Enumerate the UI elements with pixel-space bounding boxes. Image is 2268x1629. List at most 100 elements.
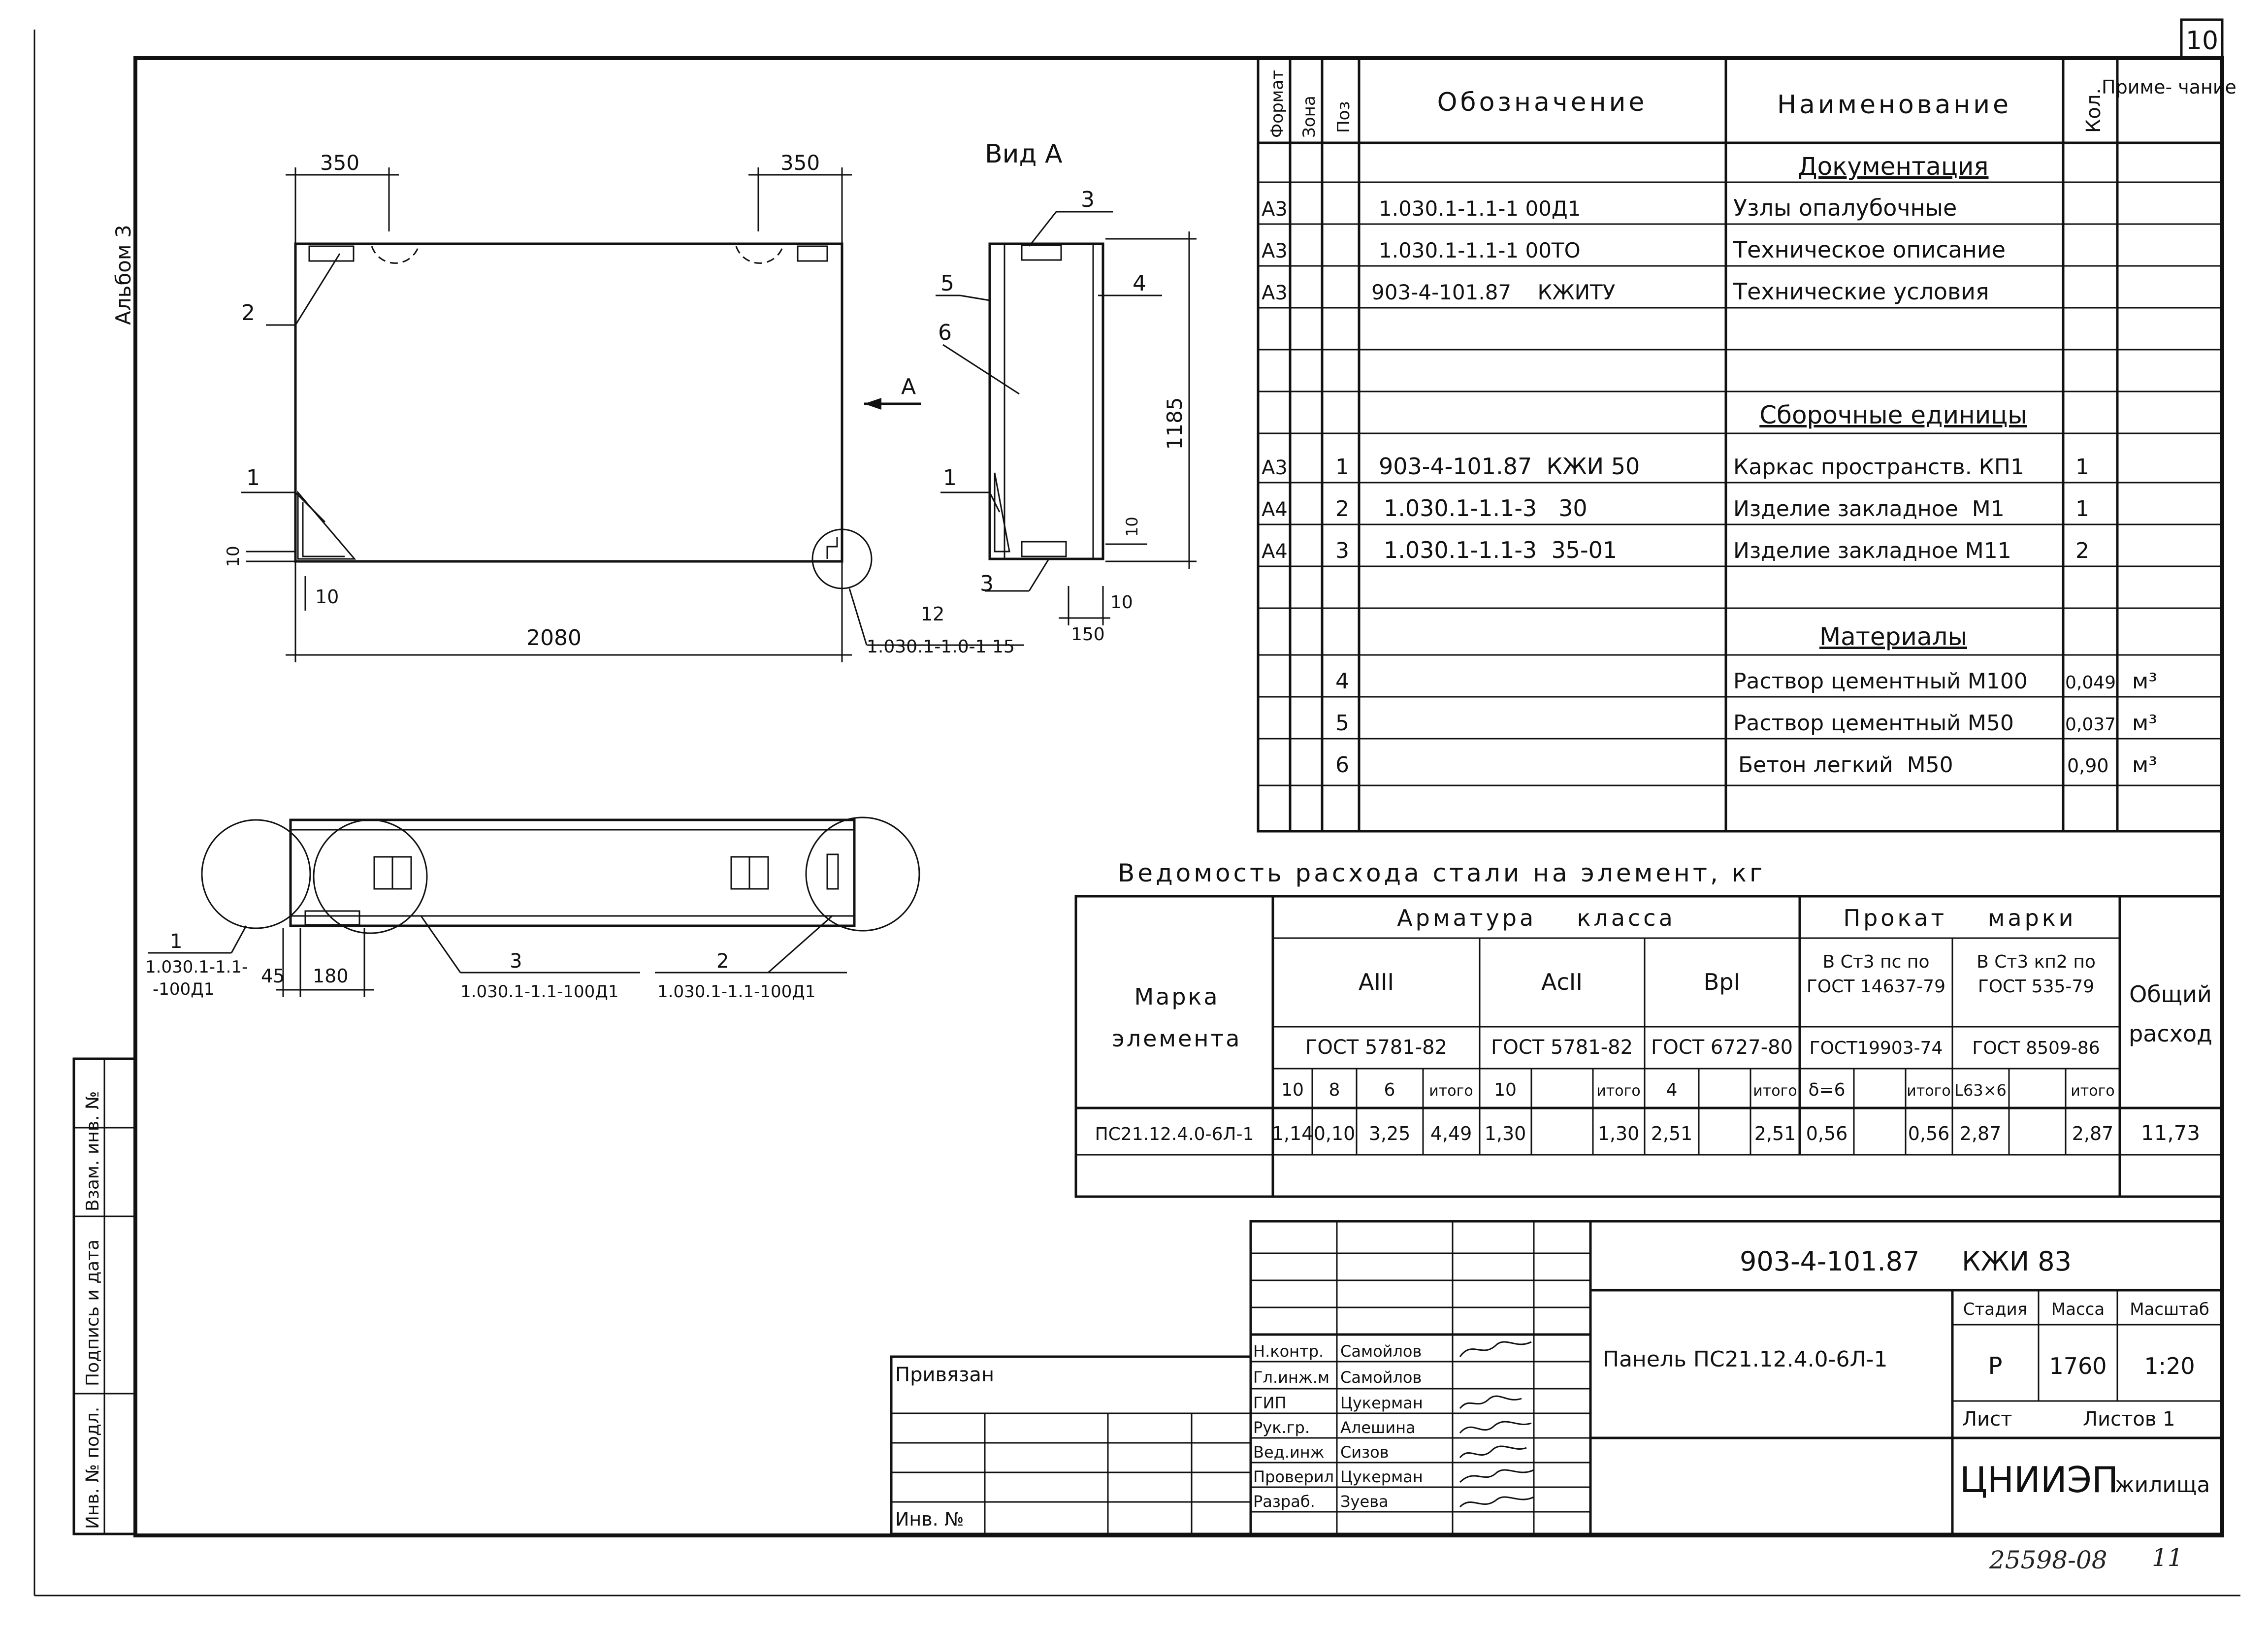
steel-row-value: 2,87: [2072, 1123, 2114, 1144]
spec-row: А3 1.030.1-1.1-1 00Д1 Узлы опалубочные: [1262, 195, 1957, 221]
spec-row: А3 1.030.1-1.1-1 00ТО Техническое описан…: [1262, 236, 2006, 263]
steel-row-value: 2,87: [1960, 1123, 2002, 1144]
margin-inv-podl: Инв. № подл.: [83, 1407, 103, 1529]
spec-cell-note: м³: [2132, 752, 2157, 778]
spec-cell-qty: 1: [2075, 496, 2089, 521]
spec-section-assembly: Сборочные единицы: [1759, 401, 2027, 429]
scale-label: Масштаб: [2130, 1300, 2209, 1319]
spec-cell-pos: 5: [1335, 711, 1349, 736]
steel-armatura: Арматура класса: [1397, 905, 1676, 931]
steel-sub-header: итого: [1753, 1082, 1797, 1100]
doc-code: 25598-08: [1989, 1546, 2107, 1574]
spec-row-lines: [1258, 181, 2222, 786]
spec-cell-name: Техническое описание: [1733, 236, 2006, 263]
spec-cell-note: м³: [2132, 711, 2157, 736]
callout-3-bottom: 3: [980, 571, 994, 596]
spec-cell-name: Бетон легкий М50: [1738, 752, 1953, 778]
dim-180: 180: [313, 965, 349, 987]
sheet-label: Лист: [1962, 1408, 2012, 1431]
spec-section-materials: Материалы: [1819, 622, 1967, 651]
steel-class-ac2: АсII: [1541, 969, 1583, 995]
signature-scribbles: [1459, 1341, 1534, 1508]
role-label: ГИП: [1253, 1394, 1287, 1412]
steel-data-row: ПС21.12.4.0-6Л-1 1,14 0,10 3,25 4,49 1,3…: [1095, 1121, 2201, 1145]
spec-cell-pos: 3: [1335, 538, 1349, 563]
steel-gost-vr1: ГОСТ 6727-80: [1651, 1036, 1793, 1059]
steel-prokat-2a: В Ст3 кп2 по: [1976, 952, 2096, 972]
dim-12: 12: [921, 603, 944, 625]
spec-cell-qty: 0,90: [2067, 755, 2109, 777]
spec-cell-format: А4: [1262, 498, 1288, 521]
spec-cell-name: Изделие закладное М1: [1733, 496, 2005, 521]
spec-row: 6 Бетон легкий М50 0,90 м³: [1335, 752, 2157, 778]
steel-row-value: 3,25: [1369, 1123, 1411, 1144]
spec-header-designation: Обозначение: [1437, 88, 1648, 117]
plan-callout-2: 2: [716, 950, 729, 973]
specification-table: Формат Зона Поз Обозначение Наименование…: [1257, 57, 2236, 833]
spec-cell-qty: 2: [2075, 538, 2089, 563]
steel-table: Ведомость расхода стали на элемент, кг М…: [1074, 859, 2224, 1198]
spec-header-pos: Поз: [1334, 101, 1354, 133]
steel-prokat: Прокат марки: [1844, 905, 2076, 931]
spec-row: 5 Раствор цементный М50 0,037 м³: [1335, 711, 2157, 736]
spec-cell-format: А3: [1262, 456, 1288, 479]
spec-cell-qty: 0,049: [2065, 673, 2116, 693]
spec-cell-pos: 1: [1335, 455, 1349, 480]
steel-row-value: 0,10: [1314, 1123, 1356, 1144]
spec-header-note: Приме- чание: [2102, 76, 2236, 98]
steel-mark-label-1: Марка: [1134, 983, 1219, 1010]
steel-prokat-1a: В Ст3 пс по: [1823, 952, 1930, 972]
mass-label: Масса: [2051, 1300, 2105, 1319]
role-name: Цукерман: [1340, 1394, 1423, 1412]
role-name: Самойлов: [1340, 1368, 1422, 1387]
spec-cell-format: А4: [1262, 540, 1288, 563]
steel-gost-p2: ГОСТ 8509-86: [1972, 1038, 2100, 1058]
org-name-small: жилища: [2115, 1472, 2210, 1498]
role-name: Цукерман: [1340, 1467, 1423, 1486]
doc-code-page: 11: [2152, 1543, 2183, 1572]
spec-cell-qty: 1: [2075, 455, 2089, 480]
left-margin-stamp: Инв. № подл. Подпись и дата Взам. инв. №: [72, 1057, 137, 1535]
steel-sub-header: итого: [1429, 1082, 1473, 1100]
margin-podpis-data: Подпись и дата: [83, 1239, 103, 1386]
spec-header-qty: Кол.: [2082, 88, 2105, 133]
steel-sub-header: 8: [1329, 1080, 1340, 1100]
spec-cell-designation: 1.030.1-1.1-1 00ТО: [1379, 238, 1581, 262]
spec-cell-pos: 2: [1335, 496, 1349, 521]
stage-label: Стадия: [1963, 1300, 2027, 1319]
steel-gost-p1: ГОСТ19903-74: [1810, 1038, 1943, 1058]
steel-row-value: 2,51: [1651, 1123, 1693, 1144]
spec-cell-name: Технические условия: [1733, 278, 1989, 305]
dim-350-right: 350: [780, 151, 820, 175]
steel-table-title: Ведомость расхода стали на элемент, кг: [1118, 859, 1765, 887]
mass-value: 1760: [2049, 1353, 2106, 1379]
spec-cell-designation: 1.030.1-1.1-3 30: [1384, 495, 1588, 521]
spec-row: А3 903-4-101.87 КЖИТУ Технические услови…: [1262, 278, 1989, 305]
steel-prokat-2b: ГОСТ 535-79: [1978, 977, 2094, 997]
steel-row-value: 1,30: [1485, 1123, 1526, 1144]
steel-sub-header: итого: [2071, 1082, 2114, 1100]
role-name: Сизов: [1340, 1443, 1389, 1462]
dim-10-bottom-left: 10: [315, 586, 339, 608]
spec-cell-qty: 0,037: [2065, 715, 2116, 735]
dim-150: 150: [1071, 624, 1105, 645]
plan-ref-3: 1.030.1-1.1-100Д1: [460, 982, 618, 1002]
steel-row-value: 0,56: [1806, 1123, 1848, 1144]
plan-ref-2: 1.030.1-1.1-100Д1: [657, 982, 815, 1002]
spec-cell-name: Узлы опалубочные: [1733, 195, 1957, 221]
steel-sub-header: L63×6: [1954, 1081, 2007, 1100]
spec-row: А3 1 903-4-101.87 КЖИ 50 Каркас простран…: [1262, 453, 2089, 480]
role-label: Гл.инж.м: [1253, 1368, 1329, 1387]
steel-sub-header: 4: [1666, 1080, 1678, 1100]
plan-callout-1: 1: [170, 930, 182, 953]
callout-3-top: 3: [1081, 187, 1095, 212]
callout-1-view-a: 1: [943, 465, 957, 490]
spec-row: А4 2 1.030.1-1.1-3 30 Изделие закладное …: [1262, 495, 2089, 521]
steel-gost-ac2: ГОСТ 5781-82: [1491, 1036, 1633, 1059]
dim-1185: 1185: [1163, 397, 1187, 450]
spec-cell-note: м³: [2132, 669, 2157, 694]
steel-row-value: 1,30: [1598, 1123, 1640, 1144]
steel-row-mark: ПС21.12.4.0-6Л-1: [1095, 1124, 1254, 1144]
steel-sub-header: δ=6: [1808, 1080, 1845, 1100]
spec-cell-name: Раствор цементный М50: [1733, 711, 2014, 736]
